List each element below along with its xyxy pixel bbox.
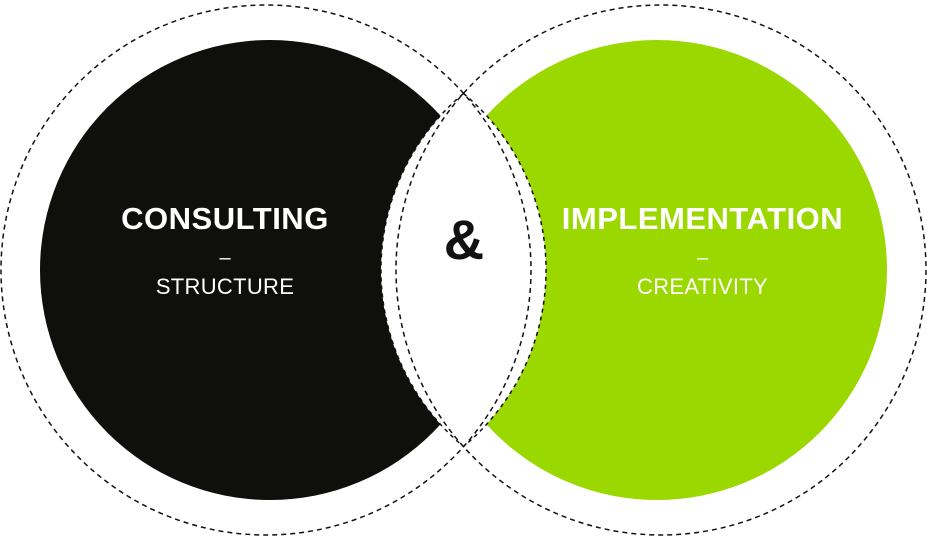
structure-subtitle: STRUCTURE	[155, 274, 295, 299]
creativity-subtitle: CREATIVITY	[637, 274, 768, 299]
ampersand-symbol: &	[443, 208, 485, 271]
left-circle	[40, 40, 500, 500]
right-circle	[427, 40, 887, 500]
implementation-label-group: IMPLEMENTATION – CREATIVITY	[545, 203, 860, 298]
right-dashed-ring	[395, 4, 927, 536]
consulting-label-group: CONSULTING – STRUCTURE	[70, 203, 380, 298]
implementation-dash: –	[696, 247, 709, 269]
left-dashed-ring	[0, 4, 532, 536]
consulting-title: CONSULTING	[121, 201, 329, 236]
consulting-dash: –	[219, 247, 231, 269]
implementation-title: IMPLEMENTATION	[561, 201, 844, 236]
intersection-lens	[380, 93, 547, 447]
